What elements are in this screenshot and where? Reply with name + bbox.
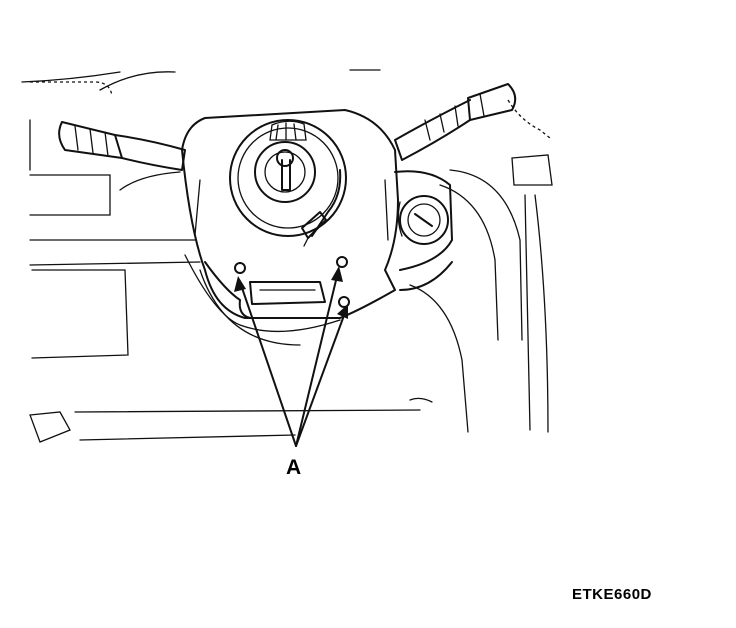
column-shroud [181, 109, 453, 319]
right-lever [394, 83, 517, 161]
figure-code: ETKE660D [572, 586, 652, 603]
screw-hole-bottom [338, 296, 350, 308]
lower-shroud [204, 256, 350, 319]
arrowhead-right [331, 266, 343, 282]
callout-label-a: A [286, 456, 302, 479]
screw-hole-left [234, 262, 246, 274]
clock-spring [229, 119, 347, 247]
callout-leaders [234, 266, 348, 447]
ignition-cylinder [397, 195, 449, 245]
arrowhead-bottom [337, 304, 348, 319]
screw-hole-right [336, 256, 348, 268]
arrowhead-left [234, 276, 246, 292]
dashboard-panel [21, 69, 553, 443]
left-lever [58, 121, 186, 171]
